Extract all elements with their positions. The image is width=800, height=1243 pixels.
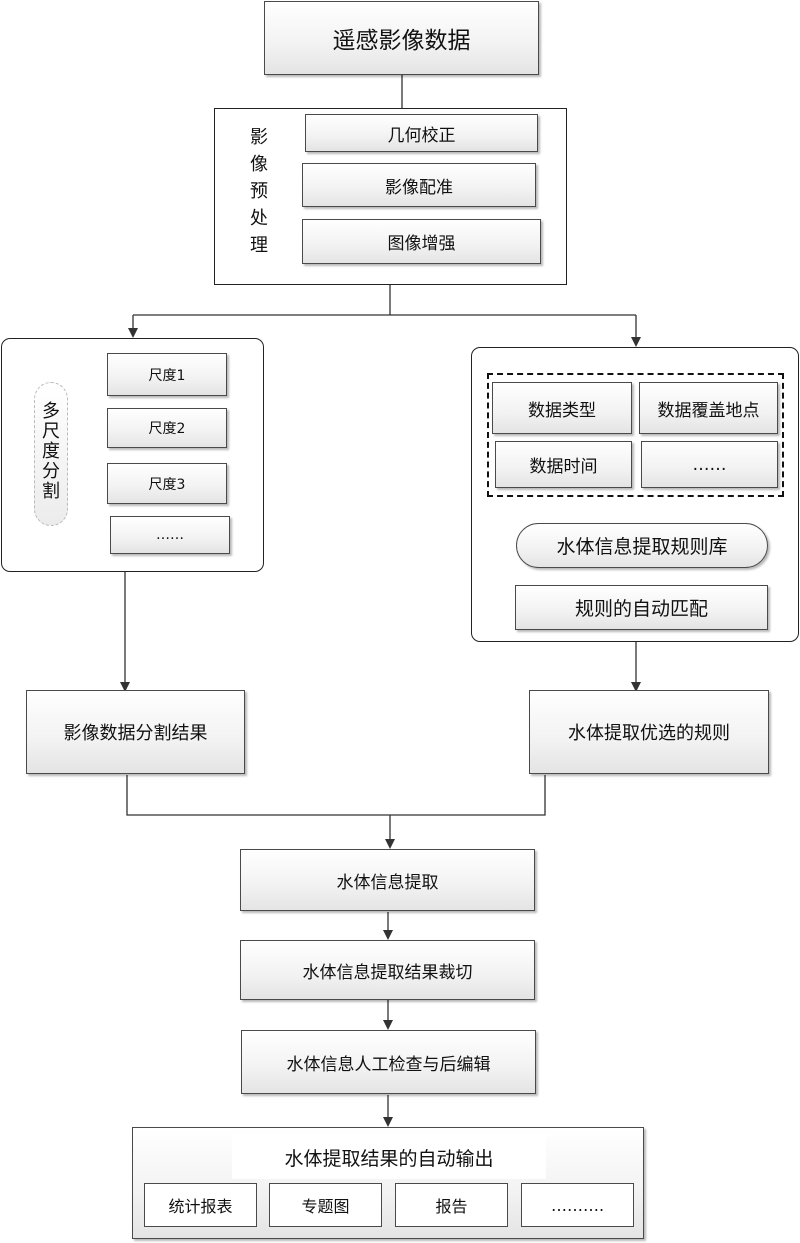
optimal-rules-box: 水体提取优选的规则 <box>529 690 769 774</box>
scale-3-box: 尺度3 <box>107 463 227 504</box>
attributes-dashed-group <box>487 373 784 497</box>
extraction-clip-label: 水体信息提取结果裁切 <box>302 962 473 983</box>
multiscale-label-capsule <box>34 382 68 526</box>
line-merge <box>126 775 546 816</box>
data-more-box: …… <box>641 441 778 488</box>
image-enhancement-label: 图像增强 <box>387 234 456 254</box>
geometric-correction-box: 几何校正 <box>305 114 538 152</box>
geometric-correction-label: 几何校正 <box>387 125 456 146</box>
statistical-report-label: 统计报表 <box>168 1197 233 1216</box>
scale-3-label: 尺度3 <box>148 476 186 493</box>
image-enhancement-box: 图像增强 <box>302 219 541 264</box>
image-registration-label: 影像配准 <box>385 177 453 198</box>
thematic-map-box: 专题图 <box>269 1183 382 1227</box>
data-type-box: 数据类型 <box>492 382 632 434</box>
data-more-label: …… <box>692 454 727 475</box>
scale-1-label: 尺度1 <box>148 367 186 384</box>
optimal-rules-label: 水体提取优选的规则 <box>568 723 730 744</box>
water-extraction-label: 水体信息提取 <box>336 872 439 893</box>
rule-library-label: 水体信息提取规则库 <box>556 536 728 558</box>
report-label: 报告 <box>435 1197 468 1216</box>
report-box: 报告 <box>395 1183 508 1227</box>
data-location-label: 数据覆盖地点 <box>657 400 760 421</box>
water-extraction-box: 水体信息提取 <box>240 849 535 911</box>
preprocess-label: 影 像 预 处 理 <box>250 127 268 256</box>
manual-check-box: 水体信息人工检查与后编辑 <box>241 1030 536 1094</box>
scale-more-label: …… <box>156 527 184 543</box>
thematic-map-label: 专题图 <box>301 1197 350 1216</box>
statistical-report-box: 统计报表 <box>144 1183 257 1227</box>
data-type-label: 数据类型 <box>528 400 596 421</box>
scale-2-box: 尺度2 <box>107 408 227 448</box>
segmentation-result-label: 影像数据分割结果 <box>63 723 208 744</box>
data-location-box: 数据覆盖地点 <box>639 382 778 434</box>
output-more-label: ………. <box>550 1195 605 1215</box>
rule-matching-label: 规则的自动匹配 <box>574 598 708 620</box>
remote-sensing-data-box: 遥感影像数据 <box>264 1 539 75</box>
output-title: 水体提取结果的自动输出 <box>284 1147 494 1170</box>
data-time-label: 数据时间 <box>529 457 598 477</box>
manual-check-label: 水体信息人工检查与后编辑 <box>286 1054 491 1075</box>
rule-library-box: 水体信息提取规则库 <box>516 523 768 568</box>
data-time-box: 数据时间 <box>495 441 632 488</box>
multiscale-label: 多 尺 度 分 割 <box>42 401 60 502</box>
segmentation-result-box: 影像数据分割结果 <box>26 690 245 774</box>
scale-1-box: 尺度1 <box>107 353 227 396</box>
output-title-bar: 水体提取结果的自动输出 <box>232 1135 546 1179</box>
output-more-box: ………. <box>521 1183 634 1227</box>
scale-2-label: 尺度2 <box>148 421 186 437</box>
scale-more-box: …… <box>110 516 230 554</box>
remote-sensing-data-title: 遥感影像数据 <box>332 28 471 54</box>
rule-matching-box: 规则的自动匹配 <box>515 585 768 630</box>
extraction-clip-box: 水体信息提取结果裁切 <box>240 940 535 1000</box>
image-registration-box: 影像配准 <box>302 163 536 207</box>
